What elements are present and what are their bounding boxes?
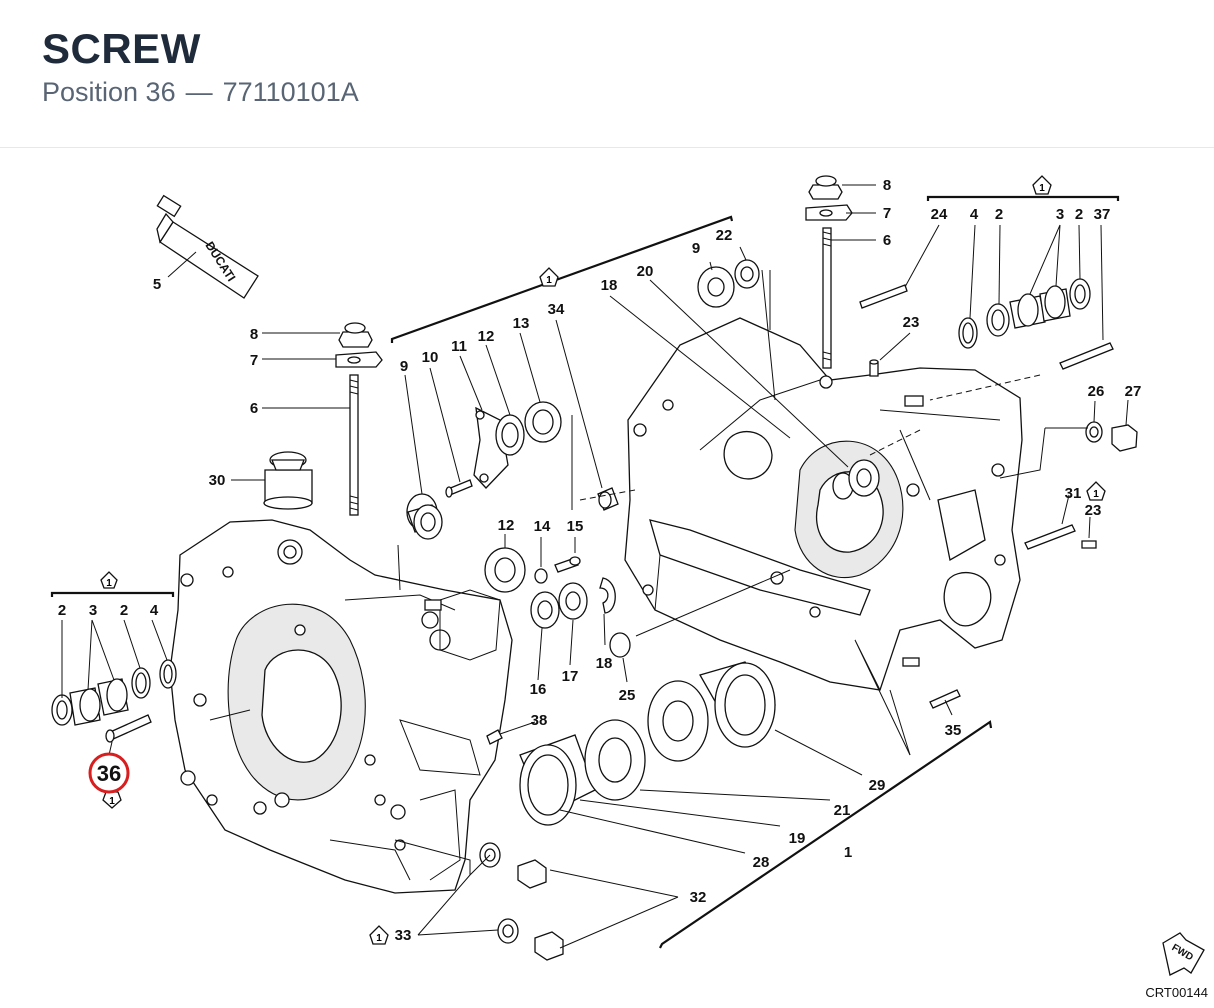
ref-symbol-icon: 1 — [539, 267, 559, 287]
callout-labels: 5 8 7 6 30 2 3 2 4 9 10 11 12 13 34 18 2… — [58, 177, 1142, 944]
selected-callout-36[interactable]: 36 — [88, 752, 130, 794]
callout-29: 29 — [869, 777, 886, 794]
callout-18: 18 — [596, 655, 613, 672]
callout-16: 16 — [530, 681, 547, 698]
ref-symbol-icon: 1 — [1032, 175, 1052, 195]
sealant-tube-icon — [159, 221, 259, 299]
exploded-parts-diagram: DUCATI — [0, 148, 1214, 1003]
callout-4: 4 — [970, 206, 979, 223]
callout-34: 34 — [548, 301, 565, 318]
callout-12: 12 — [478, 328, 495, 345]
callout-10: 10 — [422, 349, 439, 366]
callout-9: 9 — [400, 358, 408, 375]
callout-8: 8 — [250, 326, 258, 343]
callout-38: 38 — [531, 712, 548, 729]
fwd-arrow-icon: FWD — [1162, 932, 1205, 976]
callout-27: 27 — [1125, 383, 1142, 400]
callout-2: 2 — [995, 206, 1003, 223]
part-subtitle: Position 36 — 77110101A — [42, 79, 359, 106]
svg-text:1: 1 — [109, 796, 115, 807]
callout-3: 3 — [89, 602, 97, 619]
callout-20: 20 — [637, 263, 654, 280]
part-header: SCREW Position 36 — 77110101A — [0, 0, 1214, 148]
callout-28: 28 — [753, 854, 770, 871]
diagram-svg: DUCATI — [50, 175, 1208, 1000]
callout-26: 26 — [1088, 383, 1105, 400]
right-side-parts — [805, 175, 1138, 709]
separator: — — [185, 77, 213, 107]
leader-lines — [61, 184, 1129, 949]
selected-callout-label: 36 — [97, 761, 121, 786]
callout-7: 7 — [250, 352, 258, 369]
callout-21: 21 — [834, 802, 851, 819]
callout-31: 31 — [1065, 485, 1082, 502]
callout-33: 33 — [395, 927, 412, 944]
reference-symbols: 1 1 1 1 1 1 — [100, 175, 1106, 945]
callout-8: 8 — [883, 177, 891, 194]
drawing-code: CRT00144 — [1145, 985, 1208, 1000]
upper-middle-parts — [406, 259, 880, 540]
callout-6: 6 — [883, 232, 891, 249]
part-title: SCREW — [42, 25, 201, 72]
svg-text:1: 1 — [376, 933, 382, 944]
svg-text:1: 1 — [1093, 489, 1099, 500]
callout-7: 7 — [883, 205, 891, 222]
callout-6: 6 — [250, 400, 258, 417]
callout-18: 18 — [601, 277, 618, 294]
ref-symbol-icon: 1 — [100, 571, 118, 589]
selection-ring — [88, 752, 130, 794]
bracket-lines — [50, 195, 1120, 949]
callout-5: 5 — [153, 276, 161, 293]
callout-11: 11 — [451, 338, 467, 355]
ref-symbol-icon: 1 — [369, 925, 389, 945]
callout-2: 2 — [1075, 206, 1083, 223]
callout-37: 37 — [1094, 206, 1111, 223]
callout-14: 14 — [534, 518, 551, 535]
callout-4: 4 — [150, 602, 159, 619]
callout-9: 9 — [692, 240, 700, 257]
svg-text:1: 1 — [106, 578, 112, 589]
callout-25: 25 — [619, 687, 636, 704]
callout-32: 32 — [690, 889, 707, 906]
callout-24: 24 — [931, 206, 948, 223]
callout-3: 3 — [1056, 206, 1064, 223]
ref-symbol-icon: 1 — [102, 791, 122, 809]
callout-2: 2 — [58, 602, 66, 619]
svg-text:1: 1 — [1039, 183, 1045, 194]
lower-middle-parts — [479, 547, 776, 961]
callout-35: 35 — [945, 722, 962, 739]
callout-22: 22 — [716, 227, 733, 244]
callout-12: 12 — [498, 517, 515, 534]
svg-text:1: 1 — [546, 275, 552, 286]
callout-13: 13 — [513, 315, 530, 332]
callout-1: 1 — [844, 844, 852, 861]
callout-2: 2 — [120, 602, 128, 619]
callout-23: 23 — [1085, 502, 1102, 519]
callout-17: 17 — [562, 668, 579, 685]
callout-15: 15 — [567, 518, 584, 535]
left-crankcase-half — [169, 519, 513, 894]
callout-19: 19 — [789, 830, 806, 847]
callout-23: 23 — [903, 314, 920, 331]
callout-30: 30 — [209, 472, 226, 489]
right-crankcase-half — [624, 317, 1023, 691]
position-label: Position 36 — [42, 77, 176, 107]
part-number: 77110101A — [222, 77, 359, 107]
ref-symbol-icon: 1 — [1086, 481, 1106, 501]
